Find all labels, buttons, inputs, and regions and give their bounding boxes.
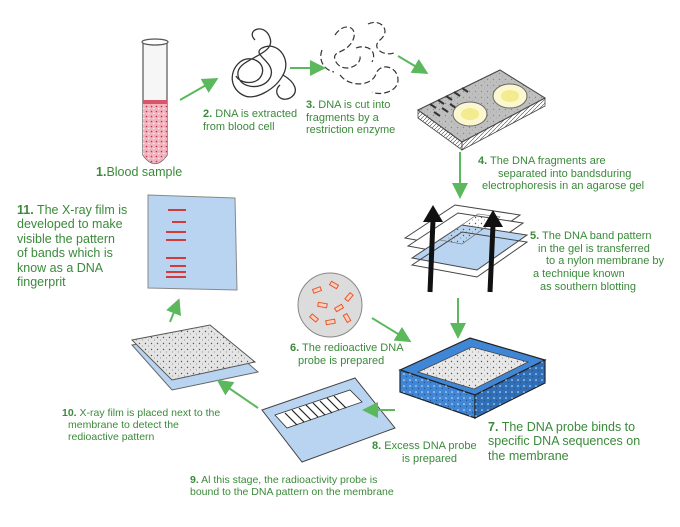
arrow-9-to-10 xyxy=(216,379,259,409)
xray-film-stack xyxy=(130,324,260,391)
flow-arrows xyxy=(166,55,468,418)
step-7-label: 7. The DNA probe binds to specific DNA s… xyxy=(488,420,641,463)
dna-strand-squiggle xyxy=(231,28,296,100)
arrow-10-to-11 xyxy=(166,298,181,323)
step-3-label: 3. DNA is cut into fragments by a restri… xyxy=(306,99,396,137)
step-4-label: 4. The DNA fragments are separated into … xyxy=(478,155,645,193)
radioactive-probe-dish xyxy=(297,272,363,338)
membrane-with-bands xyxy=(261,377,396,463)
southern-blot-apparatus xyxy=(403,204,529,293)
step-11-label: 11. The X-ray film is developed to make … xyxy=(17,203,128,289)
dna-fragments-squiggle xyxy=(320,21,399,95)
step-6-label: 6. The redioactive DNA probe is prepared xyxy=(290,342,404,367)
arrow-1-to-2 xyxy=(179,78,219,101)
step-10-label: 10. X-ray film is placed next to the mem… xyxy=(62,407,221,444)
arrow-6-to-7 xyxy=(371,317,412,343)
step-8-label: 8. Excess DNA probe is prepared xyxy=(372,440,477,465)
step-9-label: 9. Al this stage, the radioactivity prob… xyxy=(190,474,394,499)
arrow-3-to-4 xyxy=(397,55,429,75)
electrophoresis-tray xyxy=(417,69,547,151)
dna-fingerprint-film xyxy=(147,194,238,291)
test-tube-illustration xyxy=(141,38,169,165)
step-2-label: 2. DNA is extracted from blood cell xyxy=(203,108,298,133)
probe-hybridization-tray xyxy=(398,337,547,419)
step-5-label: 5. The DNA band pattern in the gel is tr… xyxy=(530,230,665,293)
step-1-label: 1.Blood sample xyxy=(96,165,183,179)
